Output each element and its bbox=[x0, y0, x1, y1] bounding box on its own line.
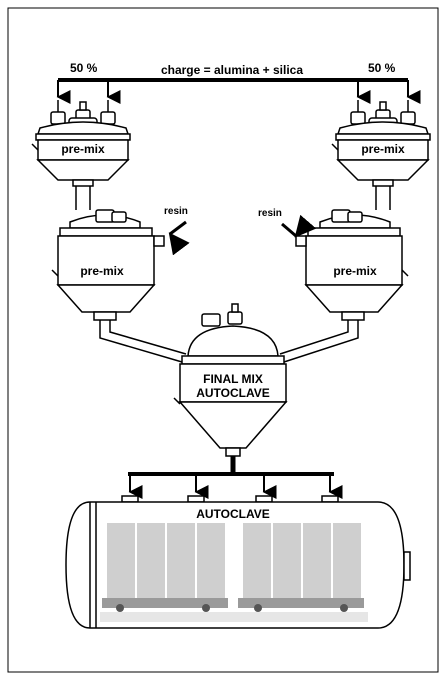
transfer-pipe-left bbox=[99, 320, 187, 363]
charge-label: charge = alumina + silica bbox=[161, 63, 303, 77]
premix-vessel-mid-left bbox=[51, 209, 165, 321]
resin-arrow-left bbox=[168, 220, 190, 256]
final-mix-vessel bbox=[173, 303, 288, 457]
premix-mid-left-label: pre-mix bbox=[80, 264, 124, 278]
premix-vessel-top-right bbox=[331, 100, 431, 210]
premix-vessel-top-left bbox=[31, 100, 131, 210]
left-percent-label: 50 % bbox=[70, 61, 98, 75]
resin-arrow-right bbox=[281, 214, 317, 238]
resin-left-label: resin bbox=[164, 206, 188, 217]
premix-top-left-label: pre-mix bbox=[61, 142, 105, 156]
charge-manifold bbox=[56, 78, 421, 104]
autoclave-label: AUTOCLAVE bbox=[196, 507, 270, 521]
premix-mid-right-label: pre-mix bbox=[333, 264, 377, 278]
right-percent-label: 50 % bbox=[368, 61, 396, 75]
autoclave-vessel bbox=[65, 495, 411, 629]
final-mix-label-line2: AUTOCLAVE bbox=[196, 386, 270, 400]
figure-frame bbox=[7, 7, 439, 673]
transfer-pipe-right bbox=[279, 320, 359, 363]
premix-vessel-mid-right bbox=[295, 209, 409, 321]
final-mix-label-line1: FINAL MIX bbox=[203, 372, 263, 386]
distribution-manifold bbox=[128, 456, 343, 499]
resin-right-label: resin bbox=[258, 208, 282, 219]
premix-top-right-label: pre-mix bbox=[361, 142, 405, 156]
